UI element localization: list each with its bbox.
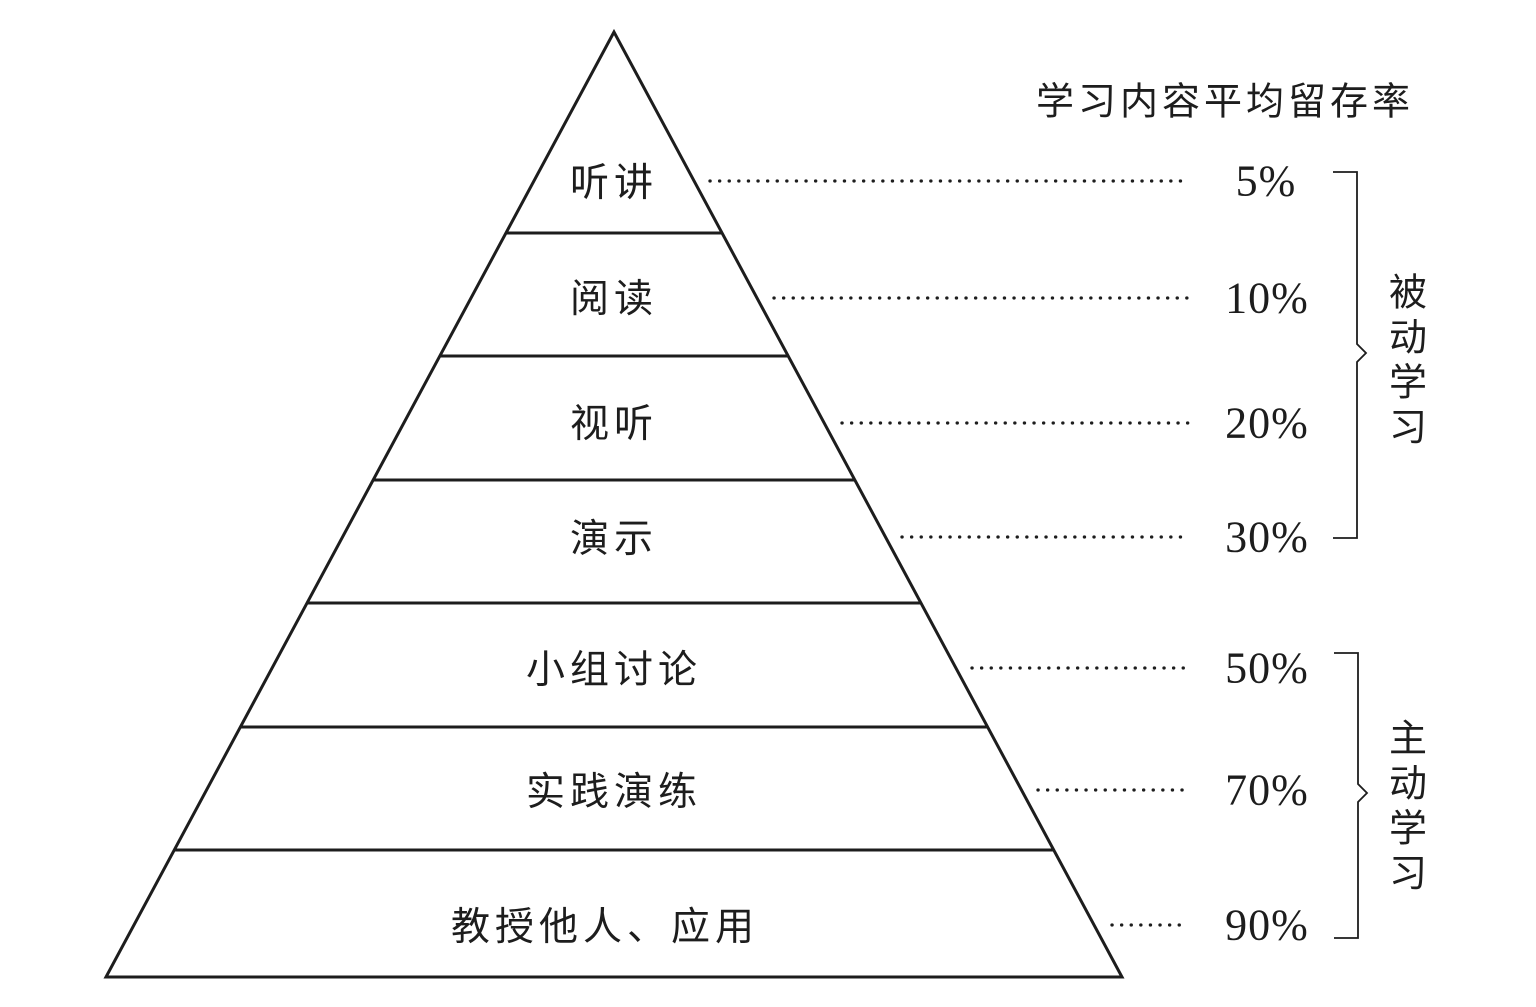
percent-label-90: 90%	[1225, 900, 1309, 950]
percent-label-20: 20%	[1225, 398, 1309, 448]
percent-label-5: 5%	[1235, 156, 1297, 206]
level-label-teach-others: 教授他人、应用	[450, 906, 760, 949]
level-label-reading: 阅读	[569, 278, 659, 321]
brace-passive-learning	[1333, 171, 1368, 539]
level-label-practice: 实践演练	[525, 771, 703, 814]
level-label-group-discussion: 小组讨论	[525, 649, 703, 692]
percent-label-10: 10%	[1225, 273, 1309, 323]
brace-active-learning	[1334, 652, 1369, 939]
pyramid-outline	[103, 28, 1125, 979]
level-label-demonstration: 演示	[569, 518, 659, 561]
group-label-passive-learning: 被动学习	[1382, 272, 1425, 452]
percent-label-70: 70%	[1225, 765, 1309, 815]
level-label-listening: 听讲	[569, 162, 659, 205]
percent-label-30: 30%	[1225, 512, 1309, 562]
chart-title: 学习内容平均留存率	[1035, 81, 1415, 124]
level-label-audiovisual: 视听	[569, 403, 659, 446]
percent-label-50: 50%	[1225, 643, 1309, 693]
group-label-active-learning: 主动学习	[1382, 718, 1425, 898]
